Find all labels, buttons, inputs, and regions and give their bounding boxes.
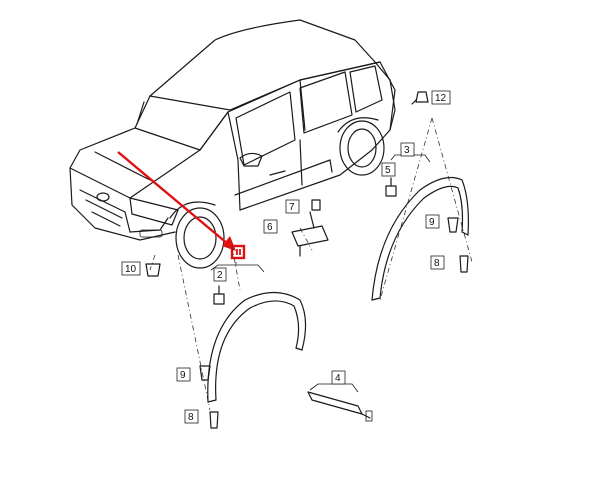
callout-8-rear: 8 (430, 255, 445, 270)
front-wheel-arch-trim (207, 291, 307, 403)
small-parts (145, 91, 469, 429)
callout-5: 5 (381, 162, 396, 177)
callout-2-label: 2 (217, 270, 223, 281)
callout-5-label: 5 (385, 165, 391, 176)
callout-9-rear-label: 9 (429, 217, 435, 228)
callout-6: 6 (263, 219, 278, 234)
car-illustration (69, 19, 396, 269)
callout-12-label: 12 (435, 93, 447, 104)
callout-9-rear: 9 (425, 214, 440, 229)
callout-9-front: 9 (176, 367, 191, 382)
callout-12: 12 (431, 90, 451, 105)
callout-10: 10 (121, 261, 141, 276)
callout-6-label: 6 (267, 222, 273, 233)
callout-3-label: 3 (404, 145, 410, 156)
callout-7: 7 (285, 199, 300, 214)
callout-7-label: 7 (289, 202, 295, 213)
callout-8-rear-label: 8 (434, 258, 440, 269)
callout-8-front-label: 8 (188, 412, 194, 423)
rear-wheel-arch-trim (371, 177, 469, 301)
callout-2: 2 (213, 267, 227, 282)
callout-4-label: 4 (335, 373, 341, 384)
leader-lines (149, 117, 473, 411)
callout-9-front-label: 9 (180, 370, 186, 381)
callout-3: 3 (400, 142, 415, 157)
callout-8-front: 8 (184, 409, 199, 424)
callout-4: 4 (331, 370, 346, 385)
highlight-box (230, 244, 246, 260)
highlight-arrow (117, 151, 246, 260)
callout-10-label: 10 (125, 264, 137, 275)
